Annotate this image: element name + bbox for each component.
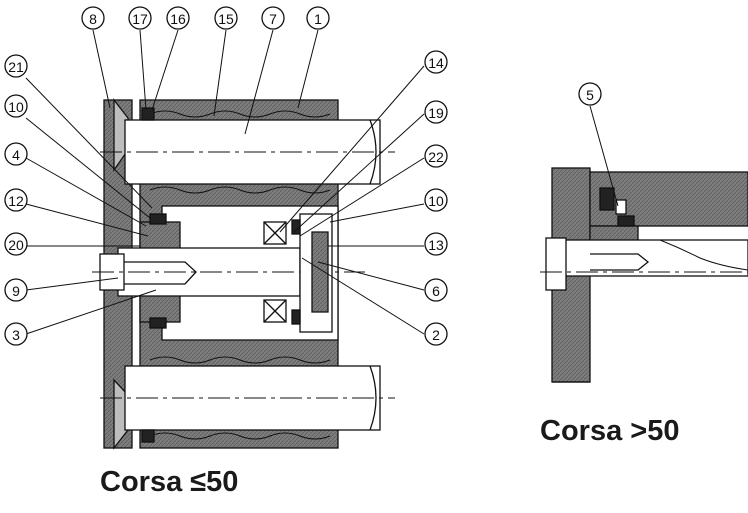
retaining-ring-upper	[141, 107, 155, 121]
left-callout-label: 14	[428, 55, 444, 71]
left-callout-19: 19	[424, 100, 448, 124]
left-callout-8: 8	[81, 6, 105, 30]
left-callout-label: 1	[314, 11, 322, 27]
detail-leader	[589, 105, 619, 207]
left-callout-label: 6	[432, 283, 440, 299]
left-callout-label: 22	[428, 149, 444, 165]
right-callout-label: 5	[586, 87, 594, 103]
bearing-upper-x2	[263, 221, 287, 245]
detail-break-line	[659, 239, 748, 271]
left-callout-label: 12	[8, 193, 24, 209]
left-callout-14: 14	[424, 50, 448, 74]
left-callout-3: 3	[4, 322, 28, 346]
left-callout-label: 3	[12, 327, 20, 343]
left-callout-4: 4	[4, 142, 28, 166]
callout-markers: 8 17 16 15 7 1 21 10 4 12 20 9 3 14 19 22 10 13 6 2 5	[4, 6, 602, 346]
left-leader-lines	[25, 29, 425, 335]
left-callout-label: 19	[428, 105, 444, 121]
left-callout-label: 16	[170, 11, 186, 27]
caption-stroke-le-50: Corsa ≤50	[100, 466, 239, 498]
rod-cover-hatch	[311, 231, 329, 313]
left-callout-label: 2	[432, 327, 440, 343]
left-callout-label: 10	[8, 99, 24, 115]
right-detail-view	[540, 167, 748, 383]
spring-upper-bottom	[149, 186, 331, 194]
left-callout-label: 10	[428, 193, 444, 209]
left-callout-17: 17	[128, 6, 152, 30]
left-callout-label: 21	[8, 59, 24, 75]
detail-ring	[615, 199, 627, 215]
seal-piston-upper	[149, 213, 167, 225]
detail-seal	[599, 187, 615, 211]
rod-thread	[124, 261, 197, 285]
left-callout-label: 9	[12, 283, 20, 299]
left-callout-10: 10	[4, 94, 28, 118]
left-callout-label: 7	[269, 11, 277, 27]
left-callout-9: 9	[4, 278, 28, 302]
retaining-ring-lower	[141, 429, 155, 443]
right-callout-5: 5	[578, 82, 602, 106]
guide-rod-lower-end	[369, 365, 377, 431]
left-callout-label: 8	[89, 11, 97, 27]
detail-rod	[559, 239, 748, 277]
left-callout-2: 2	[424, 322, 448, 346]
left-callout-label: 17	[132, 11, 148, 27]
left-callout-label: 20	[8, 237, 24, 253]
left-callout-label: 15	[218, 11, 234, 27]
bearing-lower-x2	[263, 299, 287, 323]
left-callout-label: 4	[12, 147, 20, 163]
spring-lower-top	[149, 356, 331, 364]
left-callout-21: 21	[4, 54, 28, 78]
detail-wear-ring	[617, 215, 635, 227]
left-callout-15: 15	[214, 6, 238, 30]
left-callout-6: 6	[424, 278, 448, 302]
left-callout-1: 1	[306, 6, 330, 30]
left-callout-16: 16	[166, 6, 190, 30]
left-callout-10: 10	[424, 188, 448, 212]
left-callout-13: 13	[424, 232, 448, 256]
left-callout-label: 13	[428, 237, 444, 253]
left-callout-20: 20	[4, 232, 28, 256]
detail-bolt-head	[545, 237, 567, 291]
seal-piston-lower	[149, 317, 167, 329]
seal-cover-lower	[291, 309, 301, 325]
left-callout-7: 7	[261, 6, 285, 30]
caption-stroke-gt-50: Corsa >50	[540, 415, 680, 447]
left-callout-22: 22	[424, 144, 448, 168]
detail-rod-thread	[590, 253, 650, 271]
spring-upper-top	[149, 110, 331, 118]
spring-lower-bottom	[149, 432, 331, 440]
left-callout-12: 12	[4, 188, 28, 212]
left-assembly-view	[92, 98, 395, 450]
